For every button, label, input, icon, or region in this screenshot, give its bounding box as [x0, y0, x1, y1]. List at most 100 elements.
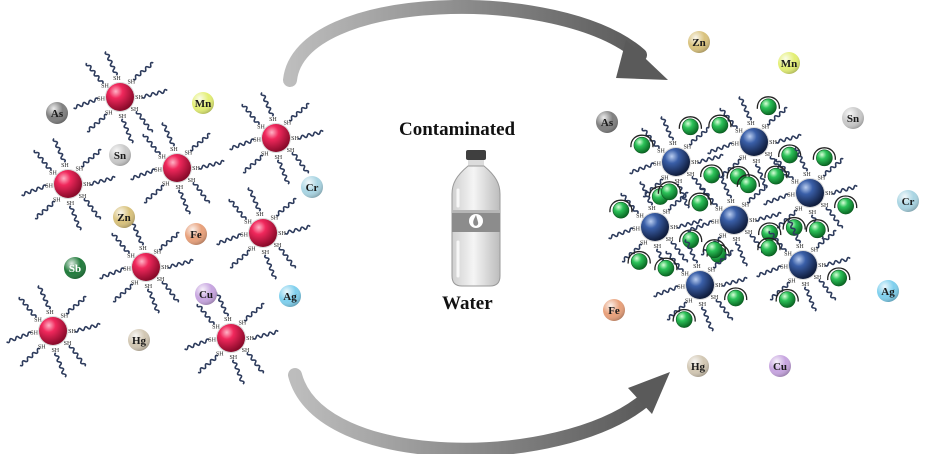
ligand-chain	[158, 231, 180, 251]
ligand-chain	[621, 243, 643, 263]
bottom-curved-arrow	[288, 368, 670, 454]
thiol-label: SH	[97, 97, 105, 103]
ligand-chain	[19, 347, 41, 367]
thiol-label: SH	[765, 152, 773, 158]
ligand-chain	[68, 344, 87, 367]
ligand-chain	[192, 181, 211, 204]
ligand-chain	[642, 178, 664, 198]
thiol-label: SH	[157, 277, 165, 283]
ligand-chain	[822, 157, 844, 177]
ion-label: Ag	[283, 291, 297, 303]
captured-ion	[700, 164, 724, 184]
thiol-label: SH	[68, 329, 76, 335]
water-bottle-icon	[451, 150, 501, 287]
captured-ion	[627, 250, 651, 270]
ligand-chain	[241, 103, 260, 125]
ligand-chain	[104, 51, 118, 76]
thiol-label: SH	[632, 227, 640, 233]
captured-ion	[672, 308, 696, 328]
ligand-chain	[228, 198, 247, 220]
ligand-chain	[85, 62, 104, 84]
thiol-label: SH	[666, 237, 674, 243]
thiol-label: SH	[283, 121, 291, 127]
ligand-chain	[167, 258, 194, 269]
ligand-chain	[231, 359, 245, 385]
thiol-label: SH	[674, 179, 682, 185]
thiol-label: SH	[66, 201, 74, 207]
ligand-chain	[246, 351, 265, 374]
thiol-label: SH	[796, 244, 804, 250]
thiol-label: SH	[715, 206, 723, 212]
thiol-label: SH	[669, 141, 677, 147]
thiol-label: SH	[139, 246, 147, 252]
ion-label: Sn	[114, 150, 126, 162]
thiol-label: SH	[270, 216, 278, 222]
ion-hg: Hg	[687, 355, 709, 377]
ligand-chain	[276, 159, 290, 185]
nanoparticle-core	[686, 271, 714, 299]
thiol-label: SH	[681, 271, 689, 277]
thiol-label: SH	[727, 199, 735, 205]
ligand-chain	[80, 148, 102, 168]
thiol-label: SH	[135, 95, 143, 101]
nanoparticle-core	[54, 170, 82, 198]
ligand-chain	[666, 301, 688, 321]
thiol-label: SH	[131, 107, 139, 113]
nanoparticle-core	[106, 83, 134, 111]
thiol-label: SH	[719, 233, 727, 239]
captured-ion	[609, 199, 633, 219]
ion-sn: Sn	[842, 107, 864, 129]
ligand-chain	[787, 219, 801, 244]
thiol-label: SH	[79, 194, 87, 200]
thiol-label: SH	[261, 151, 269, 157]
ion-label: Sn	[847, 113, 859, 125]
captured-ion	[702, 239, 727, 259]
thiol-label: SH	[662, 210, 670, 216]
ion-label: Zn	[117, 212, 130, 224]
thiol-label: SH	[670, 225, 678, 231]
ion-label: Hg	[132, 335, 147, 347]
ligand-chain	[146, 288, 160, 314]
thiol-label: SH	[769, 140, 777, 146]
ion-label: Zn	[692, 37, 705, 49]
ligand-chain	[99, 267, 125, 280]
ion-zn: Zn	[113, 206, 135, 228]
ligand-chain	[670, 240, 689, 263]
nanoparticle-core	[39, 317, 67, 345]
top-curved-arrow	[283, 0, 668, 87]
ligand-chain	[676, 183, 690, 209]
ligand-chain	[687, 220, 713, 233]
thiol-label: SH	[685, 298, 693, 304]
captured-ion	[775, 288, 799, 308]
thiol-label: SH	[698, 302, 706, 308]
nanoparticle-core	[641, 213, 669, 241]
ligand-chain	[65, 295, 87, 315]
thiol-label: SH	[810, 248, 818, 254]
ligand-chain	[198, 159, 225, 170]
captured-ion	[654, 257, 678, 277]
thiol-label: SH	[657, 148, 665, 154]
thiol-label: SH	[683, 145, 691, 151]
captured-ion	[678, 116, 703, 136]
ligand-chain	[291, 151, 310, 174]
thiol-label: SH	[184, 151, 192, 157]
ligand-chain	[746, 184, 768, 204]
thiol-label: SH	[801, 282, 809, 288]
thiol-label: SH	[787, 193, 795, 199]
thiol-label: SH	[653, 162, 661, 168]
thiol-label: SH	[208, 338, 216, 344]
ligand-chain	[161, 280, 180, 303]
ligand-chain	[278, 246, 297, 269]
nanoparticle-core	[163, 154, 191, 182]
ligand-chain	[756, 265, 782, 278]
ligand-chain	[6, 331, 32, 344]
ion-cr: Cr	[897, 190, 919, 212]
ligand-chain	[243, 302, 265, 322]
thiol-label: SH	[127, 253, 135, 259]
ion-label: Sb	[69, 263, 81, 275]
